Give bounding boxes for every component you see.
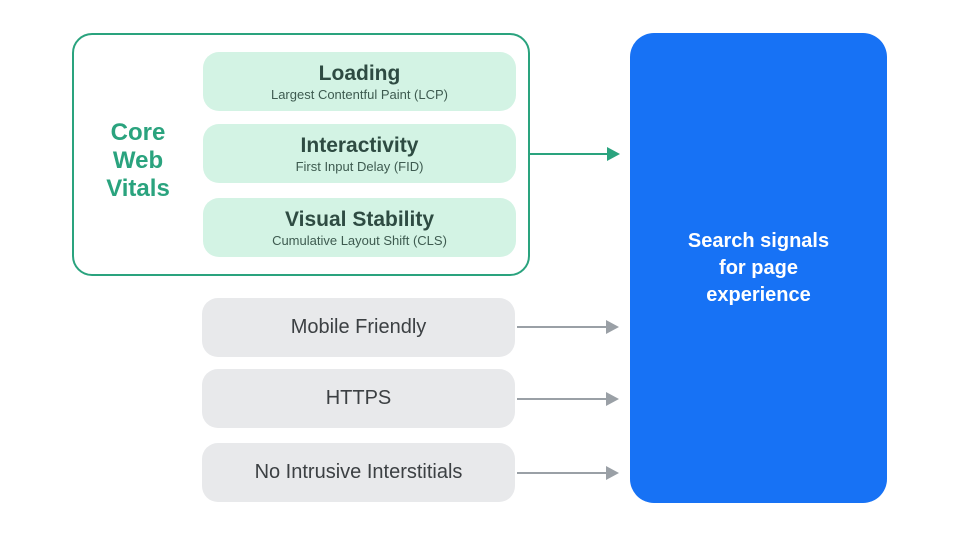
gray-arrow-icon: [517, 320, 619, 334]
metric-card-subtitle: First Input Delay (FID): [295, 158, 424, 174]
signal-card-label: HTTPS: [325, 387, 392, 409]
metric-card-subtitle: Largest Contentful Paint (LCP): [270, 86, 449, 102]
metric-card-title: Loading: [318, 61, 401, 85]
gray-arrow-icon: [517, 392, 619, 406]
signal-card-label: Mobile Friendly: [290, 316, 427, 338]
metric-card-interactivity: Interactivity First Input Delay (FID): [203, 124, 516, 183]
green-arrow-icon: [530, 147, 620, 161]
signal-card-mobile-friendly: Mobile Friendly: [202, 298, 515, 357]
search-signals-panel: Search signals for page experience: [630, 33, 887, 503]
signal-card-https: HTTPS: [202, 369, 515, 428]
gray-arrow-icon: [517, 466, 619, 480]
metric-card-loading: Loading Largest Contentful Paint (LCP): [203, 52, 516, 111]
metric-card-subtitle: Cumulative Layout Shift (CLS): [272, 232, 447, 248]
signal-card-no-intrusive-interstitials: No Intrusive Interstitials: [202, 443, 515, 502]
signal-card-label: No Intrusive Interstitials: [254, 461, 463, 483]
metric-card-title: Interactivity: [300, 133, 419, 157]
metric-card-visual-stability: Visual Stability Cumulative Layout Shift…: [203, 198, 516, 257]
core-web-vitals-label: Core Web Vitals: [106, 119, 170, 202]
metric-card-title: Visual Stability: [285, 207, 434, 231]
search-signals-title: Search signals for page experience: [687, 229, 830, 306]
